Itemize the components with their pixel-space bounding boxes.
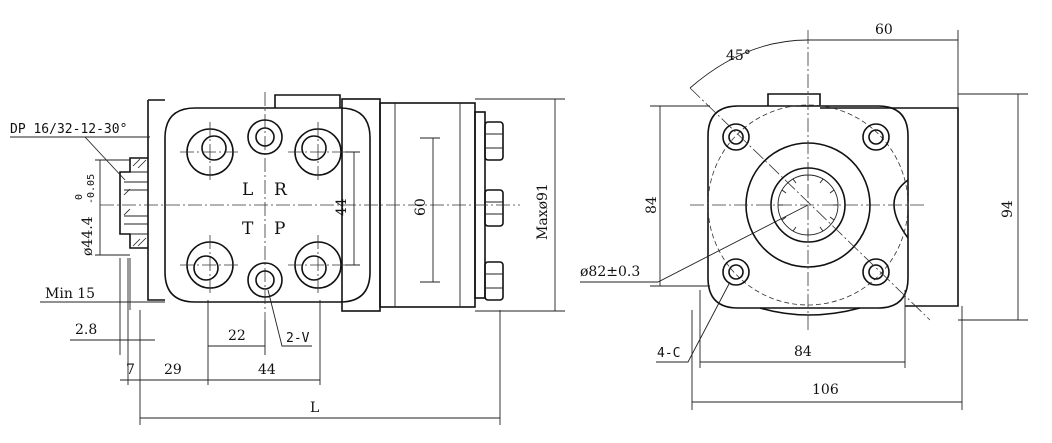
callout-2-v: 2-V xyxy=(286,331,310,346)
dim-60-top: 60 xyxy=(875,22,893,38)
dim-84-horizontal: 84 xyxy=(794,344,812,360)
housing-outline xyxy=(164,107,371,303)
bolt-holes xyxy=(722,123,890,286)
spline-callout: DP 16/32-12-30° xyxy=(10,122,127,137)
dim-29: 29 xyxy=(164,362,182,378)
dim-45: 45° xyxy=(726,48,751,64)
svg-text:0: 0 xyxy=(74,194,85,200)
end-bolts xyxy=(484,121,504,301)
callout-4-c: 4-C xyxy=(657,346,680,361)
dim-2-8: 2.8 xyxy=(75,322,97,338)
port-r-label: R xyxy=(274,180,288,200)
dim-60-vertical: 60 xyxy=(413,198,429,216)
adaptor-hatch xyxy=(123,158,147,247)
port-t-label: T xyxy=(242,219,254,239)
dim-max-91: Maxø91 xyxy=(535,183,551,240)
dim-bore: ø44.4 0 -0.05 xyxy=(74,174,97,256)
dim-94: 94 xyxy=(1000,200,1016,218)
dim-82: ø82±0.3 xyxy=(580,264,640,280)
front-view: L R T P 44 60 Maxø91 DP 16/32-12-30° ø44… xyxy=(10,92,565,425)
dim-min-15: Min 15 xyxy=(45,286,95,302)
dim-44-vertical: 44 xyxy=(334,198,350,216)
port-l-label: L xyxy=(242,180,253,200)
dim-106: 106 xyxy=(812,382,839,398)
svg-text:-0.05: -0.05 xyxy=(86,174,97,204)
port-p-label: P xyxy=(274,219,285,239)
dim-44-bottom: 44 xyxy=(258,362,276,378)
dim-l: L xyxy=(310,400,319,416)
svg-text:ø44.4: ø44.4 xyxy=(80,216,96,256)
rear-flange xyxy=(147,99,165,301)
side-housing xyxy=(707,105,909,309)
dim-22: 22 xyxy=(228,328,246,344)
side-view: 45° 60 84 94 ø82±0.3 4-C 84 106 xyxy=(580,22,1028,410)
dim-84-vertical: 84 xyxy=(644,196,660,214)
dim-7: 7 xyxy=(126,362,135,378)
spline-adaptor xyxy=(119,157,148,249)
side-flange xyxy=(820,107,959,307)
top-boss xyxy=(274,94,341,108)
